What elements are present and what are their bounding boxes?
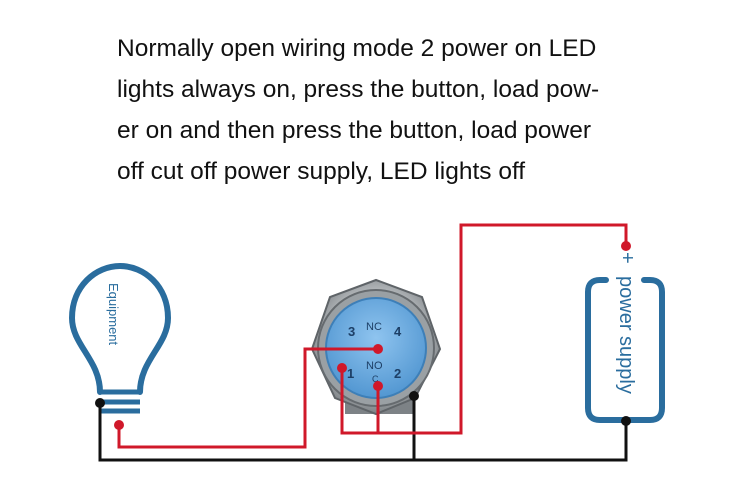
description-line-3: er on and then press the button, load po… xyxy=(117,117,591,144)
junction-dots xyxy=(95,241,631,430)
black-wires xyxy=(98,396,628,462)
terminal-2: 2 xyxy=(394,366,401,381)
power-supply-label: power supply xyxy=(615,276,637,394)
terminal-1: 1 xyxy=(347,366,354,381)
red-wire-switch-to-power xyxy=(340,223,628,435)
junction-switch-1 xyxy=(337,363,347,373)
light-bulb-icon: Equipment xyxy=(68,262,172,414)
junction-switch-c xyxy=(373,381,383,391)
description-line-1: Normally open wiring mode 2 power on LED xyxy=(117,35,597,62)
junction-power-plus xyxy=(621,241,631,251)
junction-bulb-red xyxy=(114,420,124,430)
bulb-label: Equipment xyxy=(106,283,121,346)
power-supply-icon: + power supply xyxy=(585,252,665,423)
wiring-description: Normally open wiring mode 2 power on LED… xyxy=(117,28,677,192)
description-line-2: lights always on, press the button, load… xyxy=(117,76,600,103)
black-wire-return xyxy=(98,403,628,462)
terminal-3: 3 xyxy=(348,324,355,339)
red-wires xyxy=(117,223,628,449)
junction-switch-2 xyxy=(409,391,419,401)
junction-power-minus xyxy=(621,416,631,426)
junction-bulb-black xyxy=(95,398,105,408)
power-plus-sign: + xyxy=(616,252,638,264)
contact-nc-label: NC xyxy=(366,321,382,333)
junction-switch-center xyxy=(373,344,383,354)
terminal-4: 4 xyxy=(394,324,402,339)
contact-no-label: NO xyxy=(366,360,383,372)
contact-c-label: C xyxy=(372,374,379,384)
description-line-4: off cut off power supply, LED lights off xyxy=(117,158,526,185)
red-wire-bulb-to-switch xyxy=(117,347,378,449)
